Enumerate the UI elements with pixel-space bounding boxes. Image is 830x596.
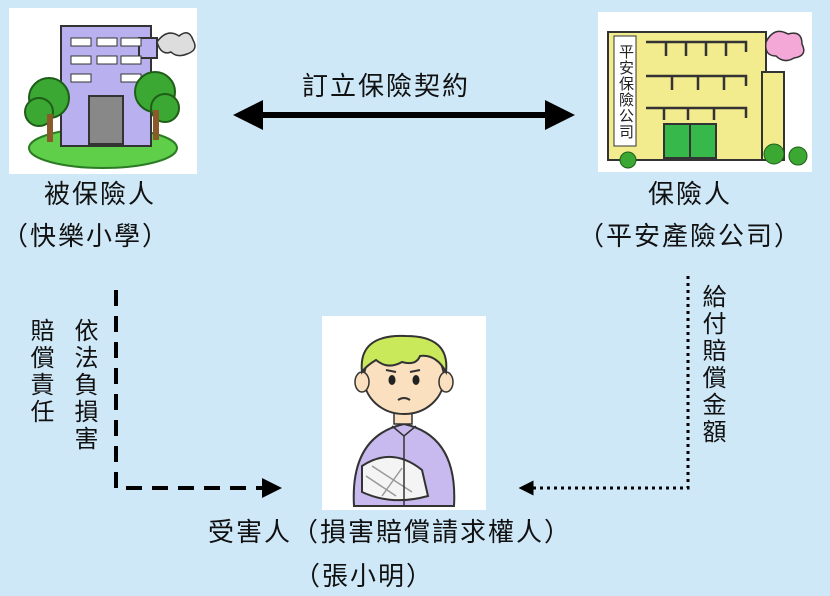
payment-label: 給付賠償金額 (698, 284, 726, 446)
contract-label: 訂立保險契約 (302, 72, 471, 102)
victim-illustration (322, 316, 486, 510)
insurer-sign: 平安保險公司 (617, 44, 635, 140)
victim-entity: （張小明） (294, 562, 435, 592)
victim-role: 受害人（損害賠償請求權人） (208, 518, 573, 548)
liability-label-line1: 依法負損害 (70, 318, 98, 453)
liability-label-line2: 賠償責任 (26, 318, 54, 426)
insurer-role: 保險人 (648, 180, 733, 210)
insured-role: 被保險人 (44, 180, 157, 210)
liability-dashed-arrow (114, 290, 282, 498)
payment-dotted-arrow (518, 276, 690, 496)
school-building-illustration (9, 8, 197, 174)
insurer-building-illustration: 平安保險公司 (598, 12, 812, 172)
insured-entity: （快樂小學） (2, 222, 171, 252)
insurer-entity: （平安產險公司） (578, 222, 803, 252)
